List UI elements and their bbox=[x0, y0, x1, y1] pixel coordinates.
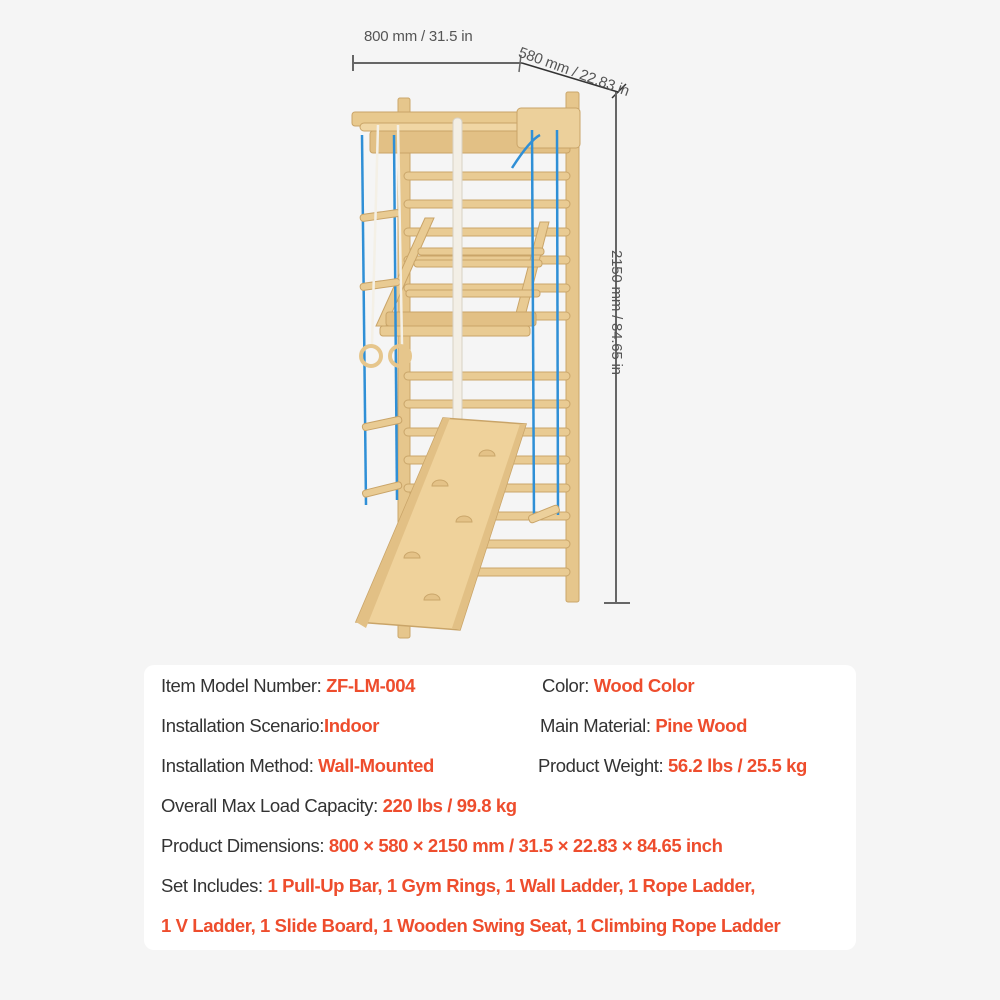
spec-dimensions: Product Dimensions: 800 × 580 × 2150 mm … bbox=[161, 835, 723, 857]
spec-value: Pine Wood bbox=[655, 715, 747, 736]
swing-ropes bbox=[510, 129, 560, 521]
spec-installation-scenario: Installation Scenario:Indoor bbox=[161, 715, 380, 737]
spec-set-includes: Set Includes: 1 Pull-Up Bar, 1 Gym Rings… bbox=[161, 875, 755, 897]
spec-label: Set Includes: bbox=[161, 875, 268, 896]
spec-color: Color: Wood Color bbox=[542, 675, 695, 697]
width-dimension-label: 800 mm / 31.5 in bbox=[364, 28, 473, 45]
spec-label: Installation Method: bbox=[161, 755, 319, 776]
spec-value: 800 × 580 × 2150 mm / 31.5 × 22.83 × 84.… bbox=[328, 835, 723, 856]
spec-value: Indoor bbox=[323, 715, 380, 736]
spec-set-includes-continued: 1 V Ladder, 1 Slide Board, 1 Wooden Swin… bbox=[161, 915, 781, 937]
spec-installation-method: Installation Method: Wall-Mounted bbox=[161, 755, 434, 777]
spec-label: Color: bbox=[542, 675, 594, 696]
spec-value: 56.2 lbs / 25.5 kg bbox=[668, 755, 807, 776]
spec-value: Wall-Mounted bbox=[318, 755, 434, 776]
spec-label: Overall Max Load Capacity: bbox=[161, 795, 383, 816]
product-illustration: 800 mm / 31.5 in 580 mm / 22.83 in 2150 … bbox=[351, 28, 632, 639]
gym-rings bbox=[359, 124, 412, 368]
spec-main-material: Main Material: Pine Wood bbox=[540, 715, 747, 737]
spec-value: 220 lbs / 99.8 kg bbox=[382, 795, 517, 816]
spec-model-number: Item Model Number: ZF-LM-004 bbox=[161, 675, 415, 697]
dimension-lines bbox=[352, 54, 630, 604]
wall-ladder bbox=[397, 91, 580, 639]
spec-value: Wood Color bbox=[593, 675, 695, 696]
spec-label: Product Weight: bbox=[538, 755, 669, 776]
spec-product-weight: Product Weight: 56.2 lbs / 25.5 kg bbox=[538, 755, 807, 777]
pull-up-bar bbox=[351, 107, 581, 154]
spec-max-load: Overall Max Load Capacity: 220 lbs / 99.… bbox=[161, 795, 517, 817]
spec-value: 1 V Ladder, 1 Slide Board, 1 Wooden Swin… bbox=[161, 915, 781, 936]
height-dimension-label: 2150 mm / 84.65 in bbox=[608, 250, 625, 375]
spec-label: Installation Scenario: bbox=[161, 715, 324, 736]
wall-gym-drawing bbox=[351, 54, 630, 639]
swing-seat bbox=[528, 504, 560, 524]
specifications-card: Item Model Number: ZF-LM-004 Color: Wood… bbox=[144, 665, 856, 950]
slide-board bbox=[354, 417, 528, 631]
spec-value: ZF-LM-004 bbox=[326, 675, 416, 696]
rope-ladder bbox=[360, 134, 399, 506]
climbing-rope bbox=[452, 117, 463, 450]
spec-label: Item Model Number: bbox=[161, 675, 327, 696]
spec-label: Product Dimensions: bbox=[161, 835, 329, 856]
spec-label: Main Material: bbox=[540, 715, 656, 736]
spec-value: 1 Pull-Up Bar, 1 Gym Rings, 1 Wall Ladde… bbox=[267, 875, 756, 896]
rope-ladder-rungs bbox=[359, 209, 403, 498]
